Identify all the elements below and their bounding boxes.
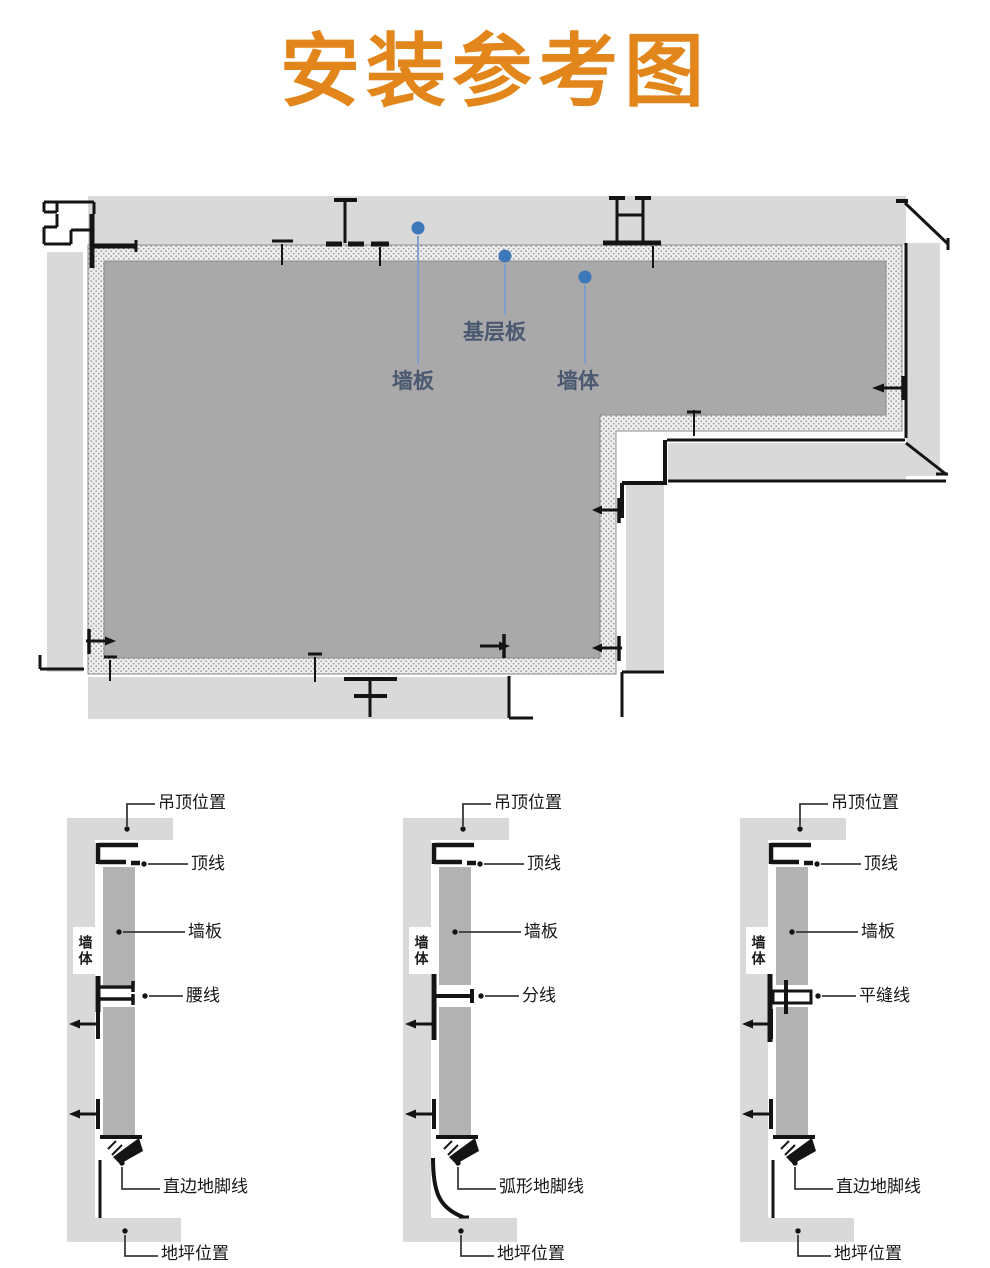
section3-label-skirting: 直边地脚线 — [836, 1177, 921, 1197]
section2-label-wall-panel: 墙板 — [524, 922, 558, 942]
cross-section-1 — [67, 804, 188, 1256]
page-title: 安装参考图 — [280, 25, 710, 118]
section3-wall-body-tag: 墙体 — [746, 927, 769, 974]
section1-label-wall-panel: 墙板 — [188, 922, 222, 942]
section1-label-top-line: 顶线 — [191, 854, 225, 874]
plan-label-base-board: 基层板 — [463, 320, 526, 344]
section2-label-skirting: 弧形地脚线 — [499, 1177, 584, 1197]
plan-label-wall-panel: 墙板 — [392, 369, 434, 393]
section2-label-top-line: 顶线 — [527, 854, 561, 874]
floor-plan — [38, 196, 950, 720]
cross-section-2 — [403, 804, 524, 1256]
section1-label-middle-line: 腰线 — [186, 986, 220, 1006]
section1-wall-body-tag: 墙体 — [73, 927, 96, 974]
section3-label-wall-panel: 墙板 — [861, 922, 895, 942]
section3-label-floor: 地坪位置 — [834, 1244, 902, 1264]
section1-label-ceiling: 吊顶位置 — [158, 793, 226, 813]
section1-label-skirting: 直边地脚线 — [163, 1177, 248, 1197]
section2-label-middle-line: 分线 — [522, 986, 556, 1006]
section2-wall-body-tag: 墙体 — [409, 927, 432, 974]
section3-label-top-line: 顶线 — [864, 854, 898, 874]
section2-label-floor: 地坪位置 — [497, 1244, 565, 1264]
plan-label-wall-body: 墙体 — [557, 369, 599, 393]
cross-section-3 — [740, 804, 861, 1256]
callout-dot-icon — [411, 221, 592, 364]
section3-label-middle-line: 平缝线 — [859, 986, 910, 1006]
section1-label-floor: 地坪位置 — [161, 1244, 229, 1264]
section3-label-ceiling: 吊顶位置 — [831, 793, 899, 813]
section2-label-ceiling: 吊顶位置 — [494, 793, 562, 813]
